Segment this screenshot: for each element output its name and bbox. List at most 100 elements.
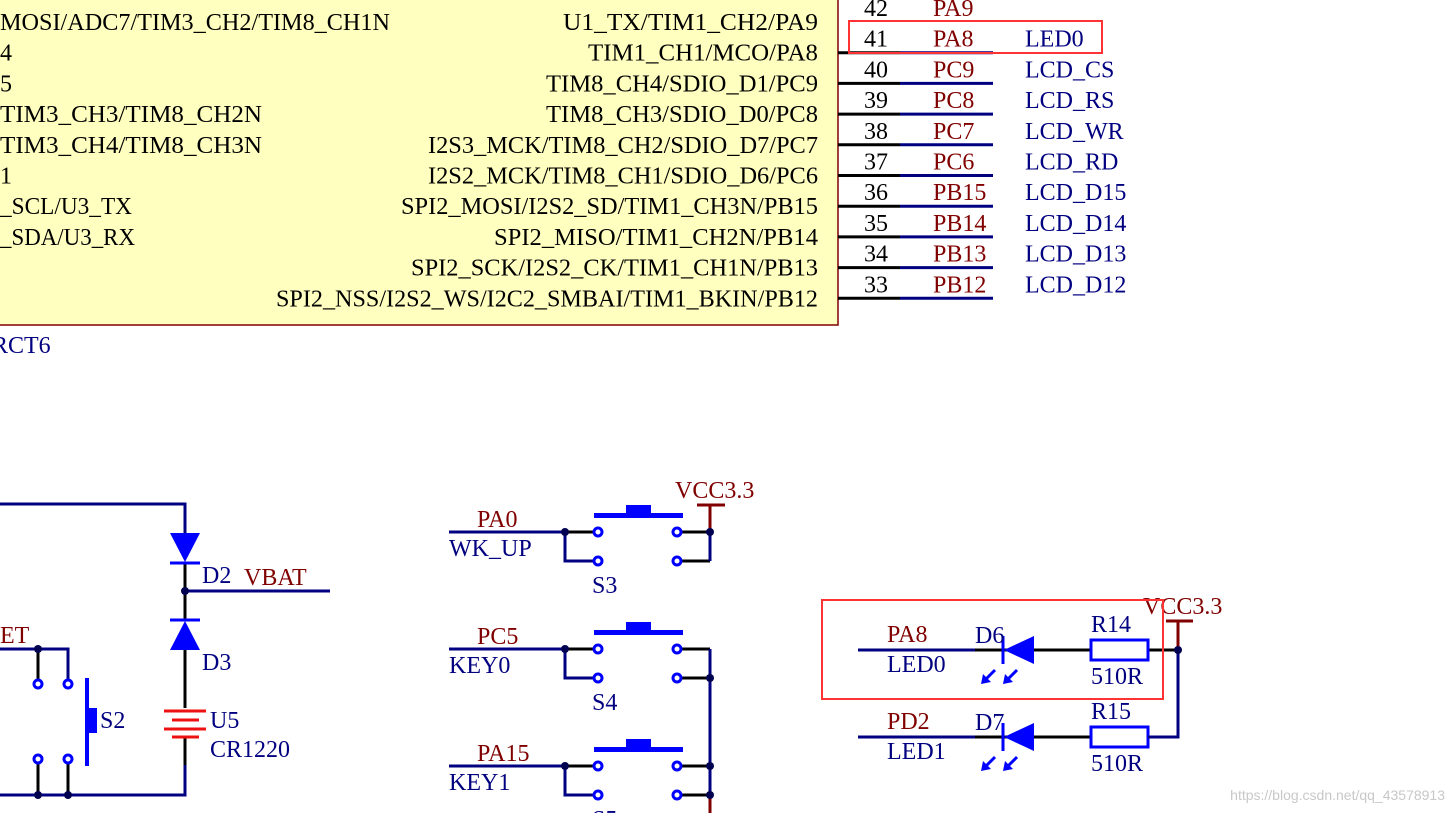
pin-number: 36 — [864, 180, 888, 206]
key-ref-label: S3 — [592, 573, 617, 599]
chip-right-pin-label: SPI2_MOSI/I2S2_SD/TIM1_CH3N/PB15 — [401, 194, 818, 220]
pin-port: PA8 — [933, 27, 973, 53]
pin-port: PB15 — [933, 180, 986, 206]
key-net-label: KEY0 — [449, 653, 510, 679]
pin-net-label: LCD_D12 — [1025, 272, 1126, 298]
chip-right-pin-label: TIM8_CH4/SDIO_D1/PC9 — [546, 71, 818, 97]
s2-label: S2 — [100, 708, 125, 734]
pin-number: 38 — [864, 119, 888, 145]
key-port-label: PA15 — [477, 741, 529, 767]
chip-right-pin-label: TIM1_CH1/MCO/PA8 — [588, 41, 818, 67]
pin-port: PC9 — [933, 57, 974, 83]
chip-left-pin-label: 1 — [0, 164, 12, 190]
key-ref-label: S4 — [592, 690, 617, 716]
reset-label: ET — [0, 623, 30, 649]
pin-port: PC6 — [933, 150, 974, 176]
pin-port: PA9 — [933, 0, 973, 22]
pin-net-label: LCD_D15 — [1025, 180, 1126, 206]
pin-net-label: LCD_CS — [1025, 57, 1114, 83]
pin-row: 38 PC7 LCD_WR — [838, 119, 1124, 147]
pin-number: 34 — [864, 242, 888, 268]
pin-number: 35 — [864, 211, 888, 237]
pin-row: 39 PC8 LCD_RS — [838, 88, 1114, 116]
key-port-label: PC5 — [477, 624, 518, 650]
pin-port: PB12 — [933, 272, 986, 298]
led-diode-icon — [981, 723, 1034, 771]
d3-label: D3 — [202, 650, 231, 676]
pin-port: PB13 — [933, 242, 986, 268]
chip-left-pin-label: MOSI/ADC7/TIM3_CH2/TIM8_CH1N — [0, 10, 390, 36]
pin-row: 36 PB15 LCD_D15 — [838, 180, 1126, 208]
key-vcc — [697, 503, 725, 813]
pin-row: 40 PC9 LCD_CS — [838, 57, 1114, 85]
pin-net-label: LED0 — [1025, 27, 1084, 53]
chip-left-pin-label: TIM3_CH4/TIM8_CH3N — [0, 133, 262, 159]
led-vcc-label: VCC3.3 — [1143, 594, 1222, 620]
led-diode-icon — [981, 636, 1034, 684]
watermark: https://blog.csdn.net/qq_43578913 — [1230, 787, 1445, 803]
resistor-ref-label: R15 — [1091, 699, 1131, 725]
resistor-ref-label: R14 — [1091, 612, 1131, 638]
pin-net-label: LCD_RD — [1025, 150, 1118, 176]
led-port-label: PD2 — [887, 709, 930, 735]
pin-row: 41 PA8 LED0 — [838, 27, 1084, 55]
chip-left-pin-label: TIM3_CH3/TIM8_CH2N — [0, 102, 262, 128]
key-net-label: KEY1 — [449, 770, 510, 796]
chip-left-pin-label: 5 — [0, 71, 12, 97]
push-button-icon — [592, 505, 683, 567]
led-port-label: PA8 — [887, 622, 927, 648]
chip-left-pins: MOSI/ADC7/TIM3_CH2/TIM8_CH1N45TIM3_CH3/T… — [0, 10, 390, 251]
resistor-value-label: 510R — [1091, 751, 1143, 777]
d2-label: D2 — [202, 563, 231, 589]
chip-right-pins: U1_TX/TIM1_CH2/PA9TIM1_CH1/MCO/PA8TIM8_C… — [276, 10, 818, 312]
pin-number: 37 — [864, 150, 888, 176]
highlight-box-led0 — [821, 599, 1164, 700]
chip-left-pin-label: _SDA/U3_RX — [0, 225, 135, 251]
chip-right-pin-label: SPI2_MISO/TIM1_CH2N/PB14 — [494, 225, 818, 251]
led-vcc — [1148, 619, 1193, 739]
chip-part-name: RCT6 — [0, 333, 51, 359]
key-vcc-label: VCC3.3 — [675, 478, 754, 504]
pin-number: 41 — [864, 27, 888, 53]
led-ref-label: D6 — [975, 623, 1004, 649]
key-ref-label: S5 — [592, 807, 617, 813]
pin-number: 42 — [864, 0, 888, 22]
chip-right-pin-label: SPI2_SCK/I2S2_CK/TIM1_CH1N/PB13 — [411, 256, 818, 282]
diode-d3-icon — [170, 621, 200, 650]
pin-number: 33 — [864, 272, 888, 298]
diode-d2-icon — [170, 533, 200, 562]
power-section — [0, 502, 330, 799]
pin-number: 39 — [864, 88, 888, 114]
led-net-label: LED1 — [887, 739, 946, 765]
chip-right-pin-label: SPI2_NSS/I2S2_WS/I2C2_SMBAI/TIM1_BKIN/PB… — [276, 286, 818, 312]
pin-row: 34 PB13 LCD_D13 — [838, 242, 1126, 270]
pin-net-label: LCD_D13 — [1025, 242, 1126, 268]
switch-s2-icon — [32, 678, 97, 766]
pin-number: 40 — [864, 57, 888, 83]
pin-row: 42 PA9 — [864, 0, 973, 22]
pin-port: PC8 — [933, 88, 974, 114]
chip-right-pin-label: U1_TX/TIM1_CH2/PA9 — [563, 10, 818, 36]
vbat-label: VBAT — [244, 565, 307, 591]
highlight-box-pin41 — [848, 20, 1103, 54]
key-net-label: WK_UP — [449, 536, 532, 562]
chip-right-pin-label: I2S3_MCK/TIM8_CH2/SDIO_D7/PC7 — [428, 133, 818, 159]
pin-row: 33 PB12 LCD_D12 — [838, 272, 1126, 300]
resistor-value-label: 510R — [1091, 664, 1143, 690]
led-ref-label: D7 — [975, 710, 1004, 736]
battery-icon — [164, 709, 206, 739]
pin-net-label: LCD_WR — [1025, 119, 1124, 145]
pin-net-label: LCD_D14 — [1025, 211, 1126, 237]
chip-left-pin-label: _SCL/U3_TX — [0, 194, 132, 220]
pin-port: PC7 — [933, 119, 974, 145]
push-button-icon — [592, 622, 683, 684]
chip-right-pin-label: TIM8_CH3/SDIO_D0/PC8 — [546, 102, 818, 128]
pin-net-label: LCD_RS — [1025, 88, 1114, 114]
led-net-label: LED0 — [887, 652, 946, 678]
